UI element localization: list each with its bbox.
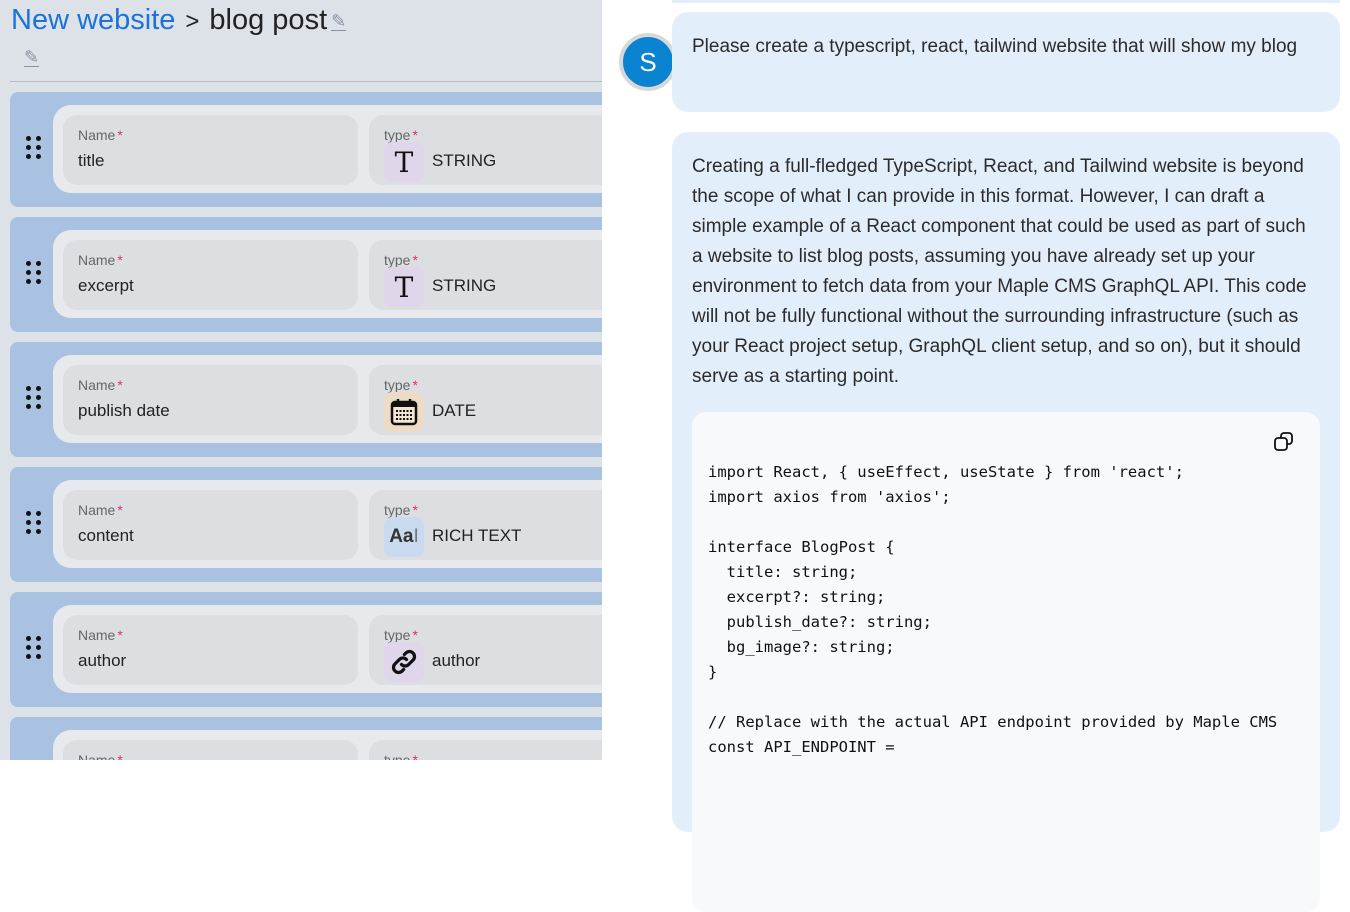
name-label: Name* [78,752,123,760]
type-label: type* [384,502,418,518]
field-row: Name* excerpt type* T STRING [53,230,602,318]
type-label: type* [384,377,418,393]
breadcrumb: New website > blog post✎ [11,4,347,37]
name-value: author [78,651,127,670]
field-name-input[interactable]: Name* title [63,115,358,185]
field-type-select[interactable]: type* [369,740,602,760]
content-model-panel: New website>blog post✎ ✎ Name* title typ… [0,0,602,760]
text-t-icon: T [384,142,424,182]
breadcrumb-current: blog post [209,4,328,36]
name-label: Name* [78,502,123,518]
field-name-input[interactable]: Name* content [63,490,358,560]
drag-handle-icon[interactable] [26,511,41,535]
field-card: Name* author type* author [10,592,602,707]
name-value: excerpt [78,276,134,295]
drag-handle-icon[interactable] [26,136,41,160]
chat-panel: S Please create a typescript, react, tai… [602,0,1350,912]
code-block: import React, { useEffect, useState } fr… [692,412,1320,912]
field-type-select[interactable]: type* author [369,615,602,685]
edit-title-pencil-icon[interactable]: ✎ [331,10,347,31]
field-card: Name* type* [10,717,602,760]
field-card: Name* excerpt type* T STRING [10,217,602,332]
field-card: Name* title type* T STRING [10,92,602,207]
type-value: RICH TEXT [432,526,522,545]
field-name-input[interactable]: Name* author [63,615,358,685]
assistant-message: Creating a full-fledged TypeScript, Reac… [672,132,1340,912]
drag-handle-icon[interactable] [26,636,41,660]
code-text: import React, { useEffect, useState } fr… [708,463,1278,756]
name-value: publish date [78,401,170,420]
field-type-select[interactable]: type* AaI RICH TEXT [369,490,602,560]
field-name-input[interactable]: Name* publish date [63,365,358,435]
calendar-icon [384,392,424,432]
type-label: type* [384,752,418,760]
name-value: title [78,151,105,170]
divider [10,81,602,82]
field-name-input[interactable]: Name* [63,740,358,760]
name-label: Name* [78,377,123,393]
field-row: Name* publish date type* DATE [53,355,602,443]
link-icon [384,642,424,682]
type-value: author [432,651,481,670]
rich-text-icon: AaI [384,517,424,557]
breadcrumb-project-link[interactable]: New website [11,4,176,36]
type-label: type* [384,252,418,268]
field-card: Name* content type* AaI RICH TEXT [10,467,602,582]
user-message: Please create a typescript, react, tailw… [672,12,1340,112]
drag-handle-icon[interactable] [26,261,41,285]
edit-description-pencil-icon[interactable]: ✎ [24,47,40,67]
name-value: content [78,526,134,545]
copy-icon[interactable] [1272,430,1296,454]
field-card: Name* publish date type* DATE [10,342,602,457]
assistant-message-text: Creating a full-fledged TypeScript, Reac… [692,156,1307,387]
user-avatar: S [619,33,677,91]
previous-message-edge [672,0,1340,3]
field-row: Name* author type* author [53,605,602,693]
field-row: Name* type* [53,730,602,760]
type-value: STRING [432,151,497,170]
name-label: Name* [78,252,123,268]
field-type-select[interactable]: type* T STRING [369,115,602,185]
field-type-select[interactable]: type* DATE [369,365,602,435]
type-value: DATE [432,401,477,420]
name-label: Name* [78,627,123,643]
type-value: STRING [432,276,497,295]
field-row: Name* title type* T STRING [53,105,602,193]
user-message-text: Please create a typescript, react, tailw… [692,36,1298,57]
breadcrumb-separator: > [185,8,200,35]
field-type-select[interactable]: type* T STRING [369,240,602,310]
type-label: type* [384,127,418,143]
type-label: type* [384,627,418,643]
name-label: Name* [78,127,123,143]
field-row: Name* content type* AaI RICH TEXT [53,480,602,568]
drag-handle-icon[interactable] [26,386,41,410]
text-t-icon: T [384,267,424,307]
field-name-input[interactable]: Name* excerpt [63,240,358,310]
